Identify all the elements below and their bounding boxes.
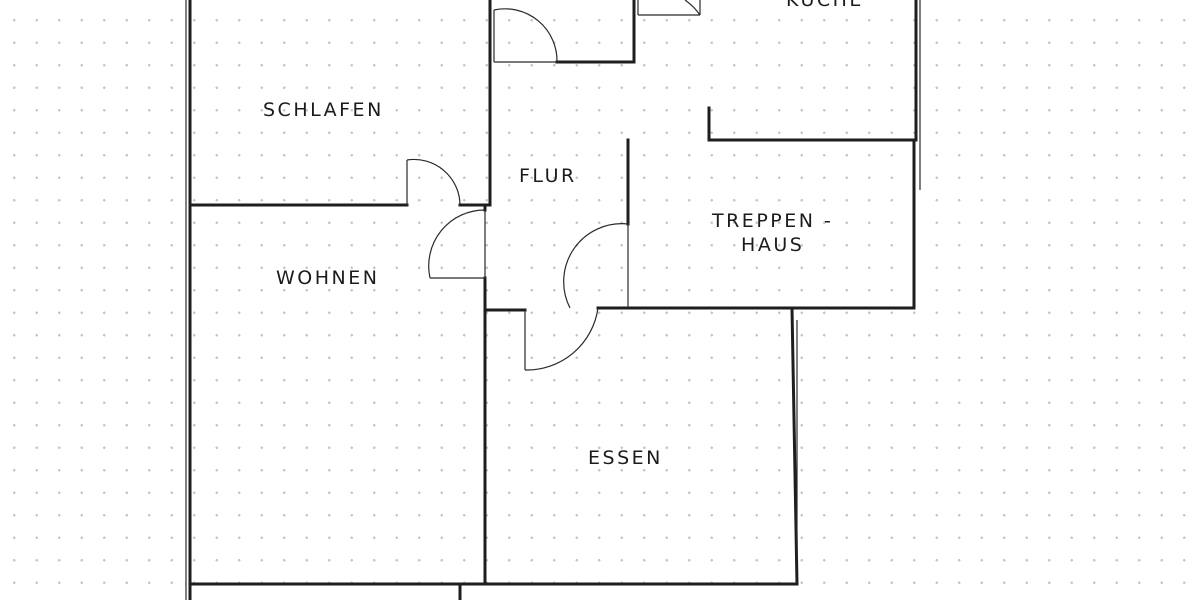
doors: [406, 0, 701, 371]
door-schlafen: [406, 158, 461, 206]
walls: [188, 0, 918, 600]
door-essen: [524, 307, 599, 371]
door-closet: [493, 8, 558, 63]
room-label-treppenhaus-line1: TREPPEN -: [712, 210, 834, 232]
door-wohnen: [428, 209, 486, 279]
room-label-wohnen: WOHNEN: [276, 267, 380, 289]
room-label-essen: ESSEN: [588, 447, 663, 469]
wall-essen-right: [790, 306, 799, 586]
room-label-treppenhaus-line2: HAUS: [741, 234, 805, 256]
room-label-schlafen: SCHLAFEN: [263, 99, 384, 121]
room-label-kueche: KÜCHE: [786, 0, 864, 11]
thin-lines: [185, 0, 921, 600]
door-treppenhaus: [563, 223, 629, 309]
room-label-flur: FLUR: [519, 165, 577, 187]
door-kueche: [637, 0, 701, 16]
room-label-treppenhaus: TREPPEN - HAUS: [712, 209, 833, 257]
